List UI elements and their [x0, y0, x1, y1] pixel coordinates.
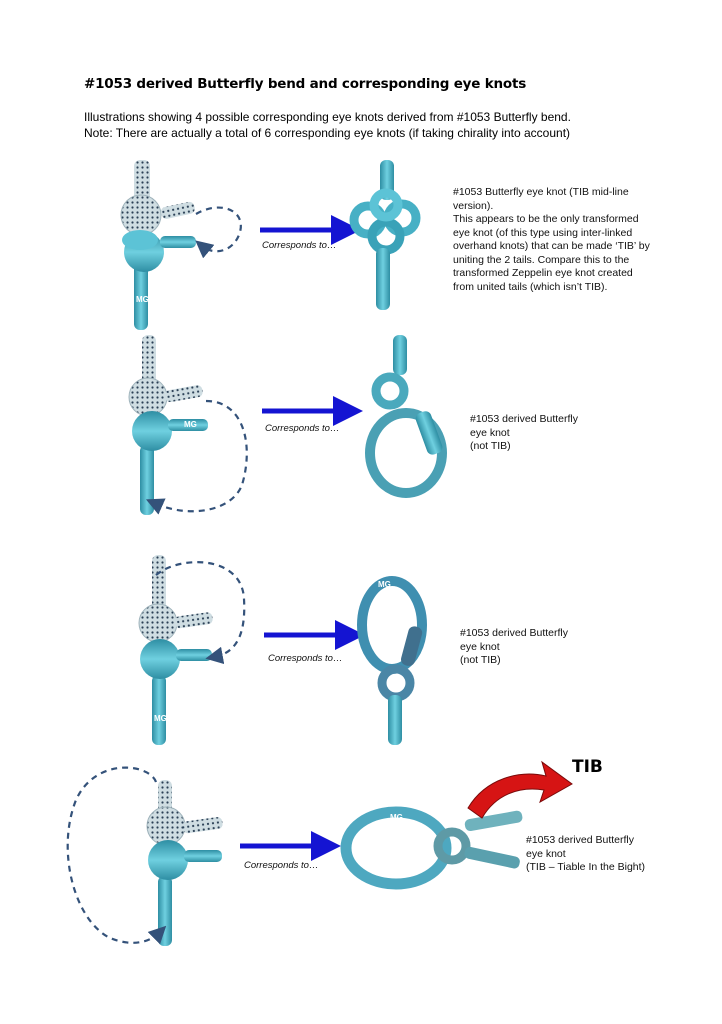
panel-4: MG Corresponds to… #1053 derived Butterf…	[0, 760, 722, 950]
caption-line: #1053 derived Butterfly	[470, 413, 578, 425]
corresponds-label-3: Corresponds to…	[268, 653, 343, 664]
panel-2: MG MG Corresponds to… #1053 derived Butt…	[0, 335, 722, 525]
corresponds-label-2: Corresponds to…	[265, 423, 340, 434]
svg-text:MG: MG	[378, 580, 391, 589]
caption-line: This appears to be the only transformed	[453, 213, 639, 225]
panel-4-caption: #1053 derived Butterfly eye knot (TIB – …	[526, 834, 716, 875]
caption-line: (TIB – Tiable In the Bight)	[526, 861, 646, 873]
panel-4-bend-illustration: MG	[66, 760, 573, 946]
panel-2-caption: #1053 derived Butterfly eye knot (not TI…	[470, 413, 670, 454]
panel-1: MG MG Corresponds to… #1053 Butterfly ey…	[0, 160, 722, 330]
caption-line: #1053 derived Butterfly	[460, 627, 568, 639]
caption-line: eye knot	[526, 847, 566, 860]
caption-line: #1053 derived Butterfly	[526, 834, 634, 846]
panel-3-caption: #1053 derived Butterfly eye knot (not TI…	[460, 627, 660, 668]
panel-3-bend-illustration: MG MG	[138, 555, 427, 745]
caption-line: (not TIB)	[470, 440, 511, 452]
caption-line: eye knot	[470, 426, 510, 439]
svg-text:MG: MG	[184, 420, 197, 429]
page-title: #1053 derived Butterfly bend and corresp…	[84, 76, 527, 92]
tib-badge: TIB	[572, 757, 603, 777]
caption-line: version).	[453, 199, 494, 212]
intro-text: Illustrations showing 4 possible corresp…	[84, 109, 704, 141]
intro-line-2: Note: There are actually a total of 6 co…	[84, 126, 571, 140]
intro-line-1: Illustrations showing 4 possible corresp…	[84, 110, 571, 124]
svg-text:MG: MG	[409, 249, 422, 258]
corresponds-label-1: Corresponds to…	[262, 240, 337, 251]
svg-text:MG: MG	[154, 714, 167, 723]
caption-line: (not TIB)	[460, 654, 501, 666]
panel-1-bend-illustration: MG MG	[120, 160, 422, 330]
caption-line: eye knot	[460, 640, 500, 653]
caption-line: eye knot (of this type using inter-linke…	[453, 226, 633, 239]
caption-line: transformed Zeppelin eye knot created	[453, 267, 633, 279]
svg-text:MG: MG	[390, 813, 403, 822]
caption-line: from united tails (which isn’t TIB).	[453, 280, 608, 293]
panel-1-caption: #1053 Butterfly eye knot (TIB mid-line v…	[453, 186, 703, 294]
panel-3: MG MG Corresponds to… #1053 derived Butt…	[0, 555, 722, 755]
svg-text:MG: MG	[136, 295, 149, 304]
svg-text:MG: MG	[399, 500, 412, 509]
caption-line: #1053 Butterfly eye knot (TIB mid-line	[453, 186, 629, 198]
panel-2-bend-illustration: MG MG	[128, 335, 447, 515]
caption-line: uniting the 2 tails. Compare this to the	[453, 253, 630, 266]
caption-line: overhand knots) that can be made ‘TIB’ b…	[453, 240, 650, 252]
corresponds-label-4: Corresponds to…	[244, 860, 319, 871]
